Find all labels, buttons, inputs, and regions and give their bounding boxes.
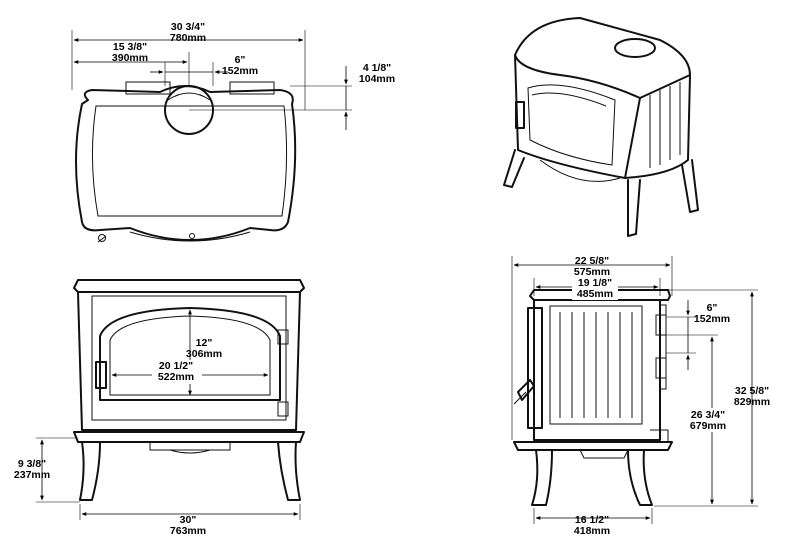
flue-diameter-metric: 152mm xyxy=(222,65,258,77)
side-body-depth-metric: 485mm xyxy=(577,288,613,300)
side-depth-metric: 575mm xyxy=(574,266,610,278)
opening-height-metric: 306mm xyxy=(186,348,222,360)
rear-flue-height-imperial: 26 3/4" xyxy=(691,409,725,421)
side-leg-depth-imperial: 16 1/2" xyxy=(575,514,609,526)
flue-diameter-imperial: 6" xyxy=(235,54,246,66)
top-view-dimensions: 30 3/4" 780mm 15 3/8" 390mm 6" 152mm 4 1… xyxy=(71,21,395,130)
rear-flue-diameter-imperial: 6" xyxy=(707,302,718,314)
floor-clearance-imperial: 9 3/8" xyxy=(18,458,46,470)
flue-offset-imperial: 15 3/8" xyxy=(113,41,147,53)
rear-offset-imperial: 4 1/8" xyxy=(363,62,391,74)
top-view xyxy=(75,81,297,243)
front-view-dimensions: 12" 306mm 20 1/2" 522mm 9 3/8" 237mm 30"… xyxy=(14,309,301,537)
perspective-view xyxy=(503,17,699,237)
rear-flue-height-metric: 679mm xyxy=(690,420,726,432)
overall-height-metric: 829mm xyxy=(734,396,770,408)
opening-height-imperial: 12" xyxy=(196,337,213,349)
leg-width-imperial: 30" xyxy=(180,514,197,526)
front-view xyxy=(73,279,305,501)
rear-flue-diameter-metric: 152mm xyxy=(694,313,730,325)
floor-clearance-metric: 237mm xyxy=(14,469,50,481)
side-leg-depth-metric: 418mm xyxy=(574,525,610,537)
top-width-metric: 780mm xyxy=(170,32,206,44)
rear-offset-metric: 104mm xyxy=(359,73,395,85)
side-body-depth-imperial: 19 1/8" xyxy=(578,277,612,289)
side-view xyxy=(513,289,673,506)
leg-width-metric: 763mm xyxy=(170,525,206,537)
side-view-dimensions: 22 5/8" 575mm 19 1/8" 485mm 6" 152mm 32 … xyxy=(511,255,770,537)
opening-width-imperial: 20 1/2" xyxy=(159,360,193,372)
overall-height-imperial: 32 5/8" xyxy=(735,385,769,397)
opening-width-metric: 522mm xyxy=(158,371,194,383)
flue-offset-metric: 390mm xyxy=(112,52,148,64)
top-width-imperial: 30 3/4" xyxy=(171,21,205,33)
side-depth-imperial: 22 5/8" xyxy=(575,255,609,267)
